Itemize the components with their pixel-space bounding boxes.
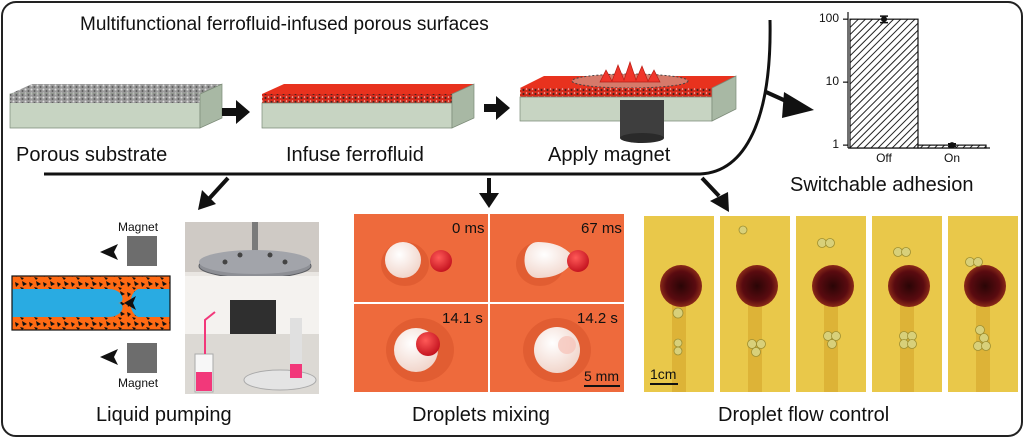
magnetized-substrate-slab: [519, 60, 737, 143]
mean-marker-on: [949, 142, 955, 149]
step-label-porous-substrate: Porous substrate: [16, 144, 168, 166]
mixing-panel: [354, 214, 624, 392]
mixing-scale-label: 5 mm: [584, 368, 619, 384]
mean-marker-off: [881, 16, 887, 23]
bar-off: [849, 18, 919, 149]
figure-title: Multifunctional ferrofluid-infused porou…: [80, 14, 489, 35]
magnet-label-bottom: Magnet: [118, 376, 159, 390]
magnet-block-bottom: [127, 343, 157, 373]
x-tick-label-off: Off: [876, 151, 892, 165]
flow-scale-label: 1cm: [650, 366, 677, 382]
application-label-switchable-adhesion: Switchable adhesion: [790, 174, 974, 196]
magnet-block-top: [127, 236, 157, 266]
arrow-to-pumping-head: [198, 190, 216, 210]
y-tick-label-1: 1: [832, 137, 839, 152]
infused-substrate-slab: [261, 83, 475, 129]
arrow-to-flow-control: [700, 176, 721, 198]
application-label-liquid-pumping: Liquid pumping: [96, 404, 232, 426]
porous-substrate-slab: [9, 83, 223, 129]
pumping-schematic: [11, 236, 171, 373]
x-tick-label-on: On: [943, 151, 960, 165]
arrow-to-flow-control-head: [710, 192, 729, 212]
step-label-infuse-ferrofluid: Infuse ferrofluid: [286, 144, 424, 166]
y-tick-label-100: 100: [818, 11, 839, 26]
pumping-photo: [185, 222, 319, 394]
flow-control-panel: [644, 216, 1018, 392]
step-label-apply-magnet: Apply magnet: [548, 144, 671, 166]
arrow-to-adhesion-head: [782, 92, 814, 118]
adhesion-chart: [843, 12, 990, 149]
mixing-time-0ms: 0 ms: [452, 220, 485, 237]
y-tick-label-10: 10: [825, 74, 839, 89]
process-arrow-2: [484, 96, 510, 120]
process-arrow-1: [222, 100, 250, 124]
arrow-to-mixing-head: [479, 193, 499, 208]
application-label-droplets-mixing: Droplets mixing: [412, 404, 550, 426]
mixing-time-14-2s: 14.2 s: [577, 310, 618, 327]
mixing-time-67ms: 67 ms: [581, 220, 622, 237]
flow-divider-curve: [44, 19, 772, 176]
arrow-to-pumping: [205, 176, 230, 203]
magnet-label-top: Magnet: [118, 220, 159, 234]
application-label-droplet-flow-control: Droplet flow control: [718, 404, 890, 426]
mixing-time-14-1s: 14.1 s: [442, 310, 483, 327]
